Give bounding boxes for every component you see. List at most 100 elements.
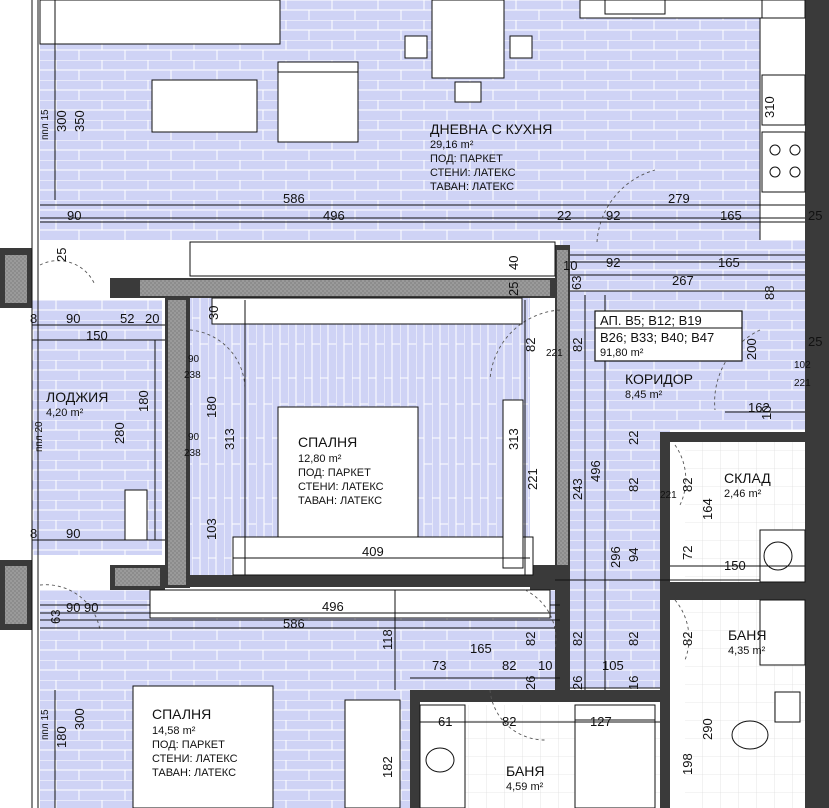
dim-8-b: 8 (30, 526, 37, 541)
bedroom1-name: СПАЛНЯ (298, 434, 357, 450)
dim-40: 40 (506, 256, 521, 270)
apartment-box-line1: АП. В5; В12; В19 (600, 313, 702, 328)
bedroom1-ceiling: ТАВАН: ЛАТЕКС (298, 495, 382, 507)
dim-63-a: 63 (569, 276, 584, 290)
loggia-area: 4,20 m² (46, 407, 84, 419)
dim-180-c: 180 (54, 726, 69, 748)
bedroom2-name: СПАЛНЯ (152, 706, 211, 722)
dim-25-c: 25 (808, 334, 822, 349)
living-room-ceiling: ТАВАН: ЛАТЕКС (430, 181, 514, 193)
bedroom1-floor: ПОД: ПАРКЕТ (298, 467, 371, 479)
dim-162: 162 (748, 400, 770, 415)
dim-221-b: 221 (794, 378, 811, 389)
dim-243: 243 (570, 478, 585, 500)
dim-496-b: 496 (322, 599, 344, 614)
dim-92-b: 92 (606, 255, 620, 270)
dim-165-top: 165 (720, 208, 742, 223)
dim-221-d: 221 (525, 468, 540, 490)
corridor-name: КОРИДОР (625, 371, 693, 387)
dim-10-b: 10 (759, 406, 774, 420)
dim-94: 94 (626, 548, 641, 562)
dim-25-top: 25 (808, 208, 822, 223)
apartment-info-box (594, 310, 743, 362)
dim-82-e: 82 (502, 658, 516, 673)
dim-82-h: 82 (626, 632, 641, 646)
bedroom2-floor: ПОД: ПАРКЕТ (152, 739, 225, 751)
dim-313-b: 313 (506, 428, 521, 450)
dim-198: 198 (680, 753, 695, 775)
dim-102: 102 (794, 360, 811, 371)
apartment-box-area: 91,80 m² (600, 347, 644, 359)
dim-10-c: 10 (538, 658, 552, 673)
dim-238-a: 238 (184, 370, 201, 381)
dim-150-b: 150 (724, 558, 746, 573)
door-swings (39, 169, 761, 741)
dimension-labels: 586 279 90 496 22 92 165 25 10 92 165 26… (30, 96, 822, 778)
corridor-floor-lower (570, 430, 670, 688)
bedroom1-area: 12,80 m² (298, 453, 342, 465)
dim-409: 409 (362, 544, 384, 559)
bath1-name: БАНЯ (728, 627, 766, 643)
dim-52: 52 (120, 311, 134, 326)
loggia-name: ЛОДЖИЯ (46, 389, 108, 405)
dim-26-a: 26 (523, 676, 538, 690)
living-room-area: 29,16 m² (430, 139, 474, 151)
dim-25-b: 25 (506, 282, 521, 296)
bedroom2-area: 14,58 m² (152, 725, 196, 737)
dim-90-top: 90 (67, 208, 81, 223)
dim-103: 103 (204, 518, 219, 540)
dim-279: 279 (668, 191, 690, 206)
dim-82-g: 82 (570, 632, 585, 646)
bedroom2-ceiling: ТАВАН: ЛАТЕКС (152, 767, 236, 779)
dim-267: 267 (672, 273, 694, 288)
dim-300-a: 300 (54, 110, 69, 132)
dim-586-b: 586 (283, 616, 305, 631)
dim-290: 290 (700, 718, 715, 740)
dim-182: 182 (380, 756, 395, 778)
furniture (39, 0, 806, 808)
dim-280: 280 (112, 422, 127, 444)
dim-150-a: 150 (86, 328, 108, 343)
dim-221-a: 221 (546, 348, 563, 359)
dim-238-b: 238 (184, 448, 201, 459)
dim-88: 88 (762, 286, 777, 300)
dim-16: 16 (626, 676, 641, 690)
living-room-walls: СТЕНИ: ЛАТЕКС (430, 167, 516, 179)
dim-20-a: 20 (145, 311, 159, 326)
dim-118: 118 (380, 629, 395, 650)
dim-82-b: 82 (570, 338, 585, 352)
dim-92-top: 92 (606, 208, 620, 223)
dim-82-a: 82 (523, 338, 538, 352)
dim-180-b: 180 (136, 390, 151, 412)
ppl-15-top: ппл 15 (40, 109, 51, 140)
dim-90-h: 90 (84, 600, 98, 615)
dim-310: 310 (762, 96, 777, 118)
dim-73: 73 (432, 658, 446, 673)
dim-82-c: 82 (626, 478, 641, 492)
dim-10-a: 10 (563, 258, 577, 273)
dim-90-e: 90 (66, 526, 80, 541)
living-room-name: ДНЕВНА С КУХНЯ (430, 121, 552, 137)
dim-90-b: 90 (66, 311, 80, 326)
dim-350: 350 (72, 110, 87, 132)
dim-30: 30 (206, 306, 221, 320)
dim-200: 200 (744, 338, 759, 360)
dim-82-i: 82 (680, 632, 695, 646)
dim-22: 22 (557, 208, 571, 223)
dim-90-c: 90 (188, 354, 200, 365)
dim-180-a: 180 (204, 396, 219, 418)
dim-221-c: 221 (660, 490, 677, 501)
dim-82-d: 82 (680, 478, 695, 492)
bath1-area: 4,35 m² (728, 645, 766, 657)
dim-26-b: 26 (570, 676, 585, 690)
dim-165-b: 165 (718, 255, 740, 270)
dim-90-f: 90 (66, 600, 80, 615)
dim-296: 296 (608, 546, 623, 568)
dim-90-d: 90 (188, 432, 200, 443)
dim-496-v: 496 (588, 460, 603, 482)
dim-164: 164 (700, 498, 715, 520)
living-room-floor: ПОД: ПАРКЕТ (430, 153, 503, 165)
bath2-area: 4,59 m² (506, 781, 544, 793)
